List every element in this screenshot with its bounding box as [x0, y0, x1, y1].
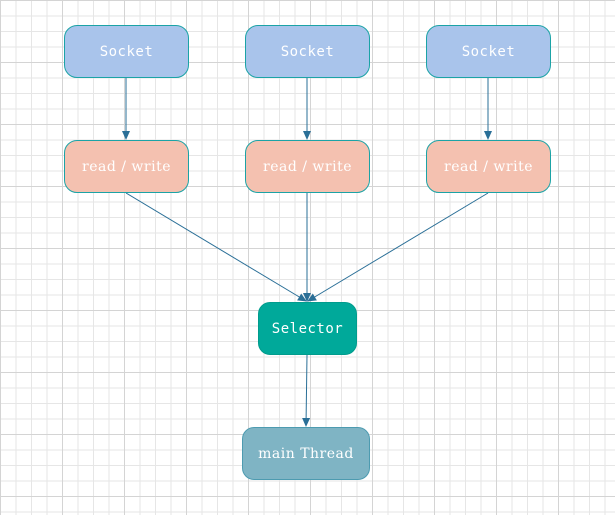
selector-node-label: Selector	[271, 320, 344, 337]
edge-rw-3-to-selector[interactable]	[307, 192, 489, 302]
read-write-node-label: read / write	[263, 158, 352, 175]
read-write-node-label: read / write	[444, 158, 533, 175]
selector-node[interactable]: Selector	[258, 302, 357, 355]
read-write-node-2[interactable]: read / write	[245, 140, 370, 193]
socket-node-label: Socket	[461, 43, 516, 60]
read-write-node-label: read / write	[82, 158, 171, 175]
main-thread-node-label: main Thread	[258, 445, 354, 462]
socket-node-label: Socket	[280, 43, 335, 60]
socket-node-1[interactable]: Socket	[64, 25, 189, 78]
socket-node-2[interactable]: Socket	[245, 25, 370, 78]
socket-node-3[interactable]: Socket	[426, 25, 551, 78]
read-write-node-3[interactable]: read / write	[426, 140, 551, 193]
edge-selector-to-main-thread[interactable]	[302, 354, 311, 427]
socket-node-label: Socket	[99, 43, 154, 60]
read-write-node-1[interactable]: read / write	[64, 140, 189, 193]
edge-rw-1-to-selector[interactable]	[125, 192, 307, 302]
main-thread-node[interactable]: main Thread	[242, 427, 370, 480]
